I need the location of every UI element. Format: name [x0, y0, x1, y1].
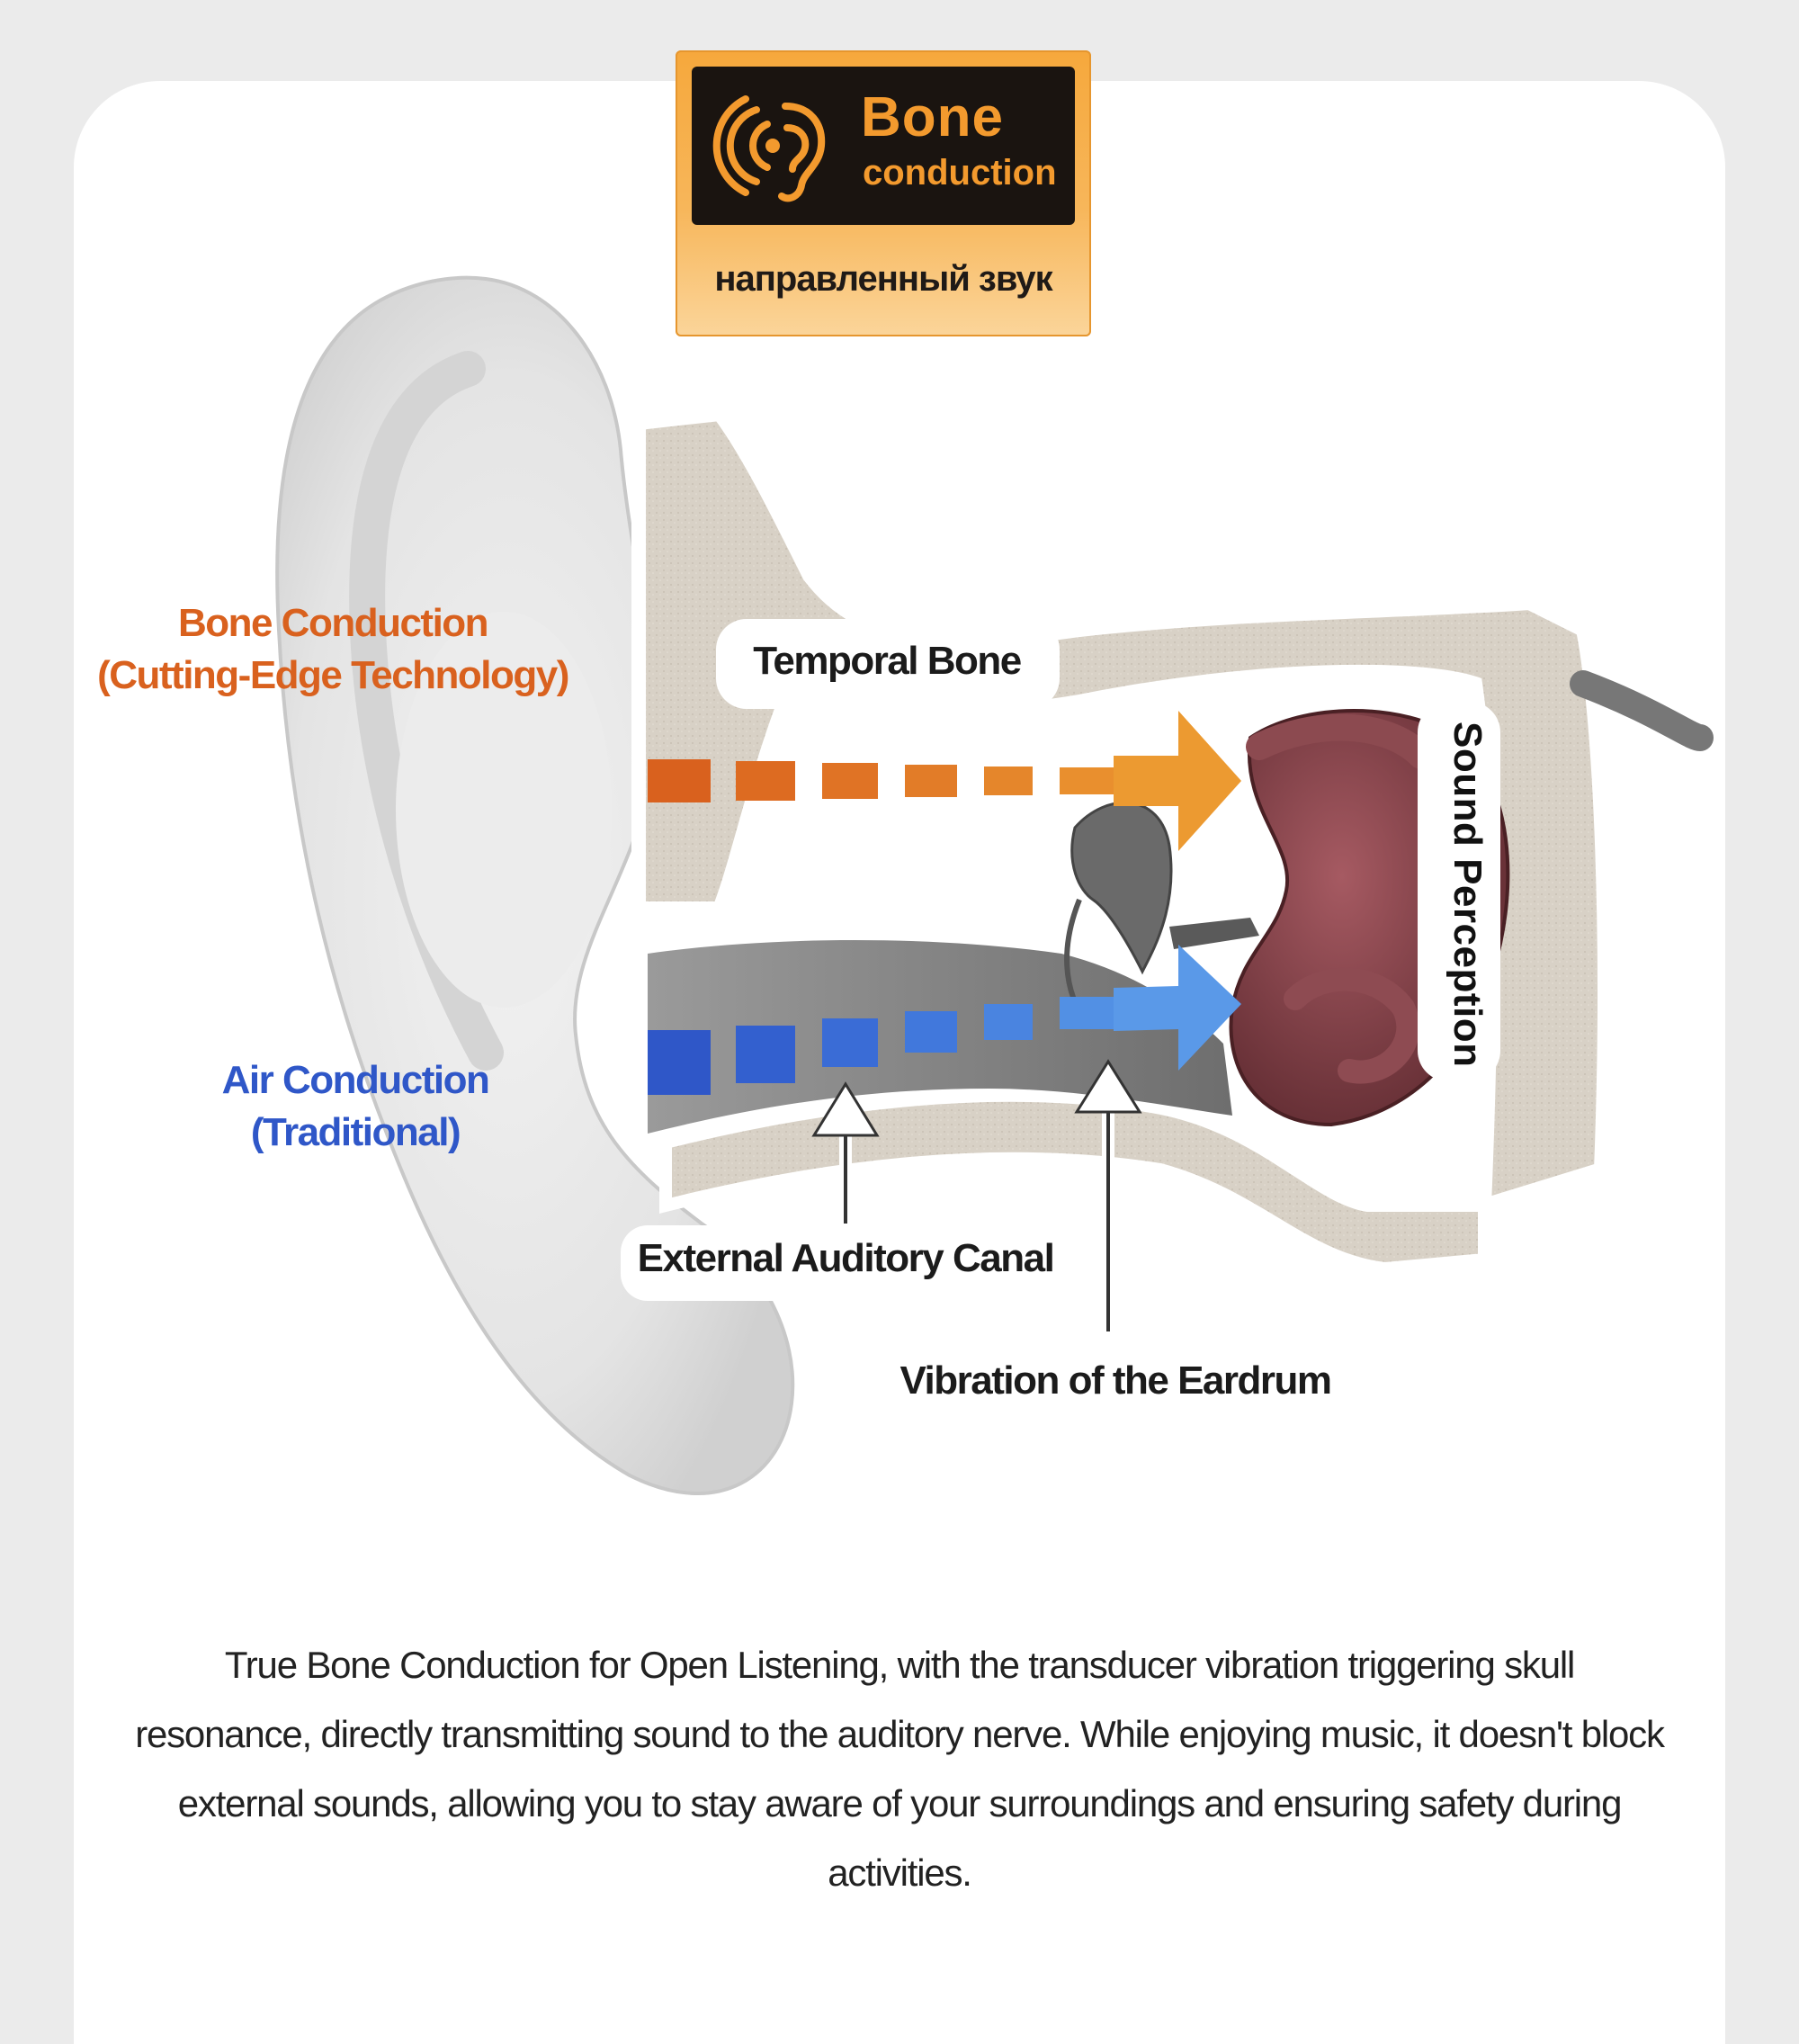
- sound-perception-label: Sound Perception: [1445, 722, 1490, 1068]
- badge-caption: направленный звук: [714, 259, 1052, 299]
- bone-conduction-label-line1: Bone Conduction: [177, 601, 489, 645]
- label-bubbles: [621, 619, 1500, 1423]
- external-auditory-canal-label: External Auditory Canal: [637, 1236, 1055, 1280]
- air-conduction-arrow: [648, 945, 1241, 1095]
- eardrum-vibration-label: Vibration of the Eardrum: [900, 1358, 1332, 1403]
- pointer-arrows: [811, 1059, 1142, 1331]
- temporal-bone-label: Temporal Bone: [753, 639, 1022, 683]
- ear-sound-waves-icon: [712, 95, 826, 202]
- description-text: True Bone Conduction for Open Listening,…: [135, 1644, 1665, 1894]
- badge-title: Bone: [861, 86, 1004, 148]
- ear-anatomy-diagram: [275, 275, 1714, 1495]
- bone-conduction-label-line2: (Cutting-Edge Technology): [97, 653, 569, 698]
- bone-conduction-badge: Bone conduction направленный звук: [676, 50, 1091, 336]
- air-conduction-label-line1: Air Conduction: [221, 1058, 490, 1102]
- air-conduction-label: Air Conduction (Traditional): [180, 1054, 531, 1159]
- air-conduction-label-line2: (Traditional): [250, 1110, 461, 1155]
- bone-conduction-arrow: [648, 711, 1241, 851]
- badge-logo-panel: Bone conduction: [692, 67, 1075, 225]
- outer-ear: [275, 275, 795, 1495]
- badge-subtitle: conduction: [863, 153, 1057, 193]
- bone-conduction-label: Bone Conduction (Cutting-Edge Technology…: [81, 597, 585, 702]
